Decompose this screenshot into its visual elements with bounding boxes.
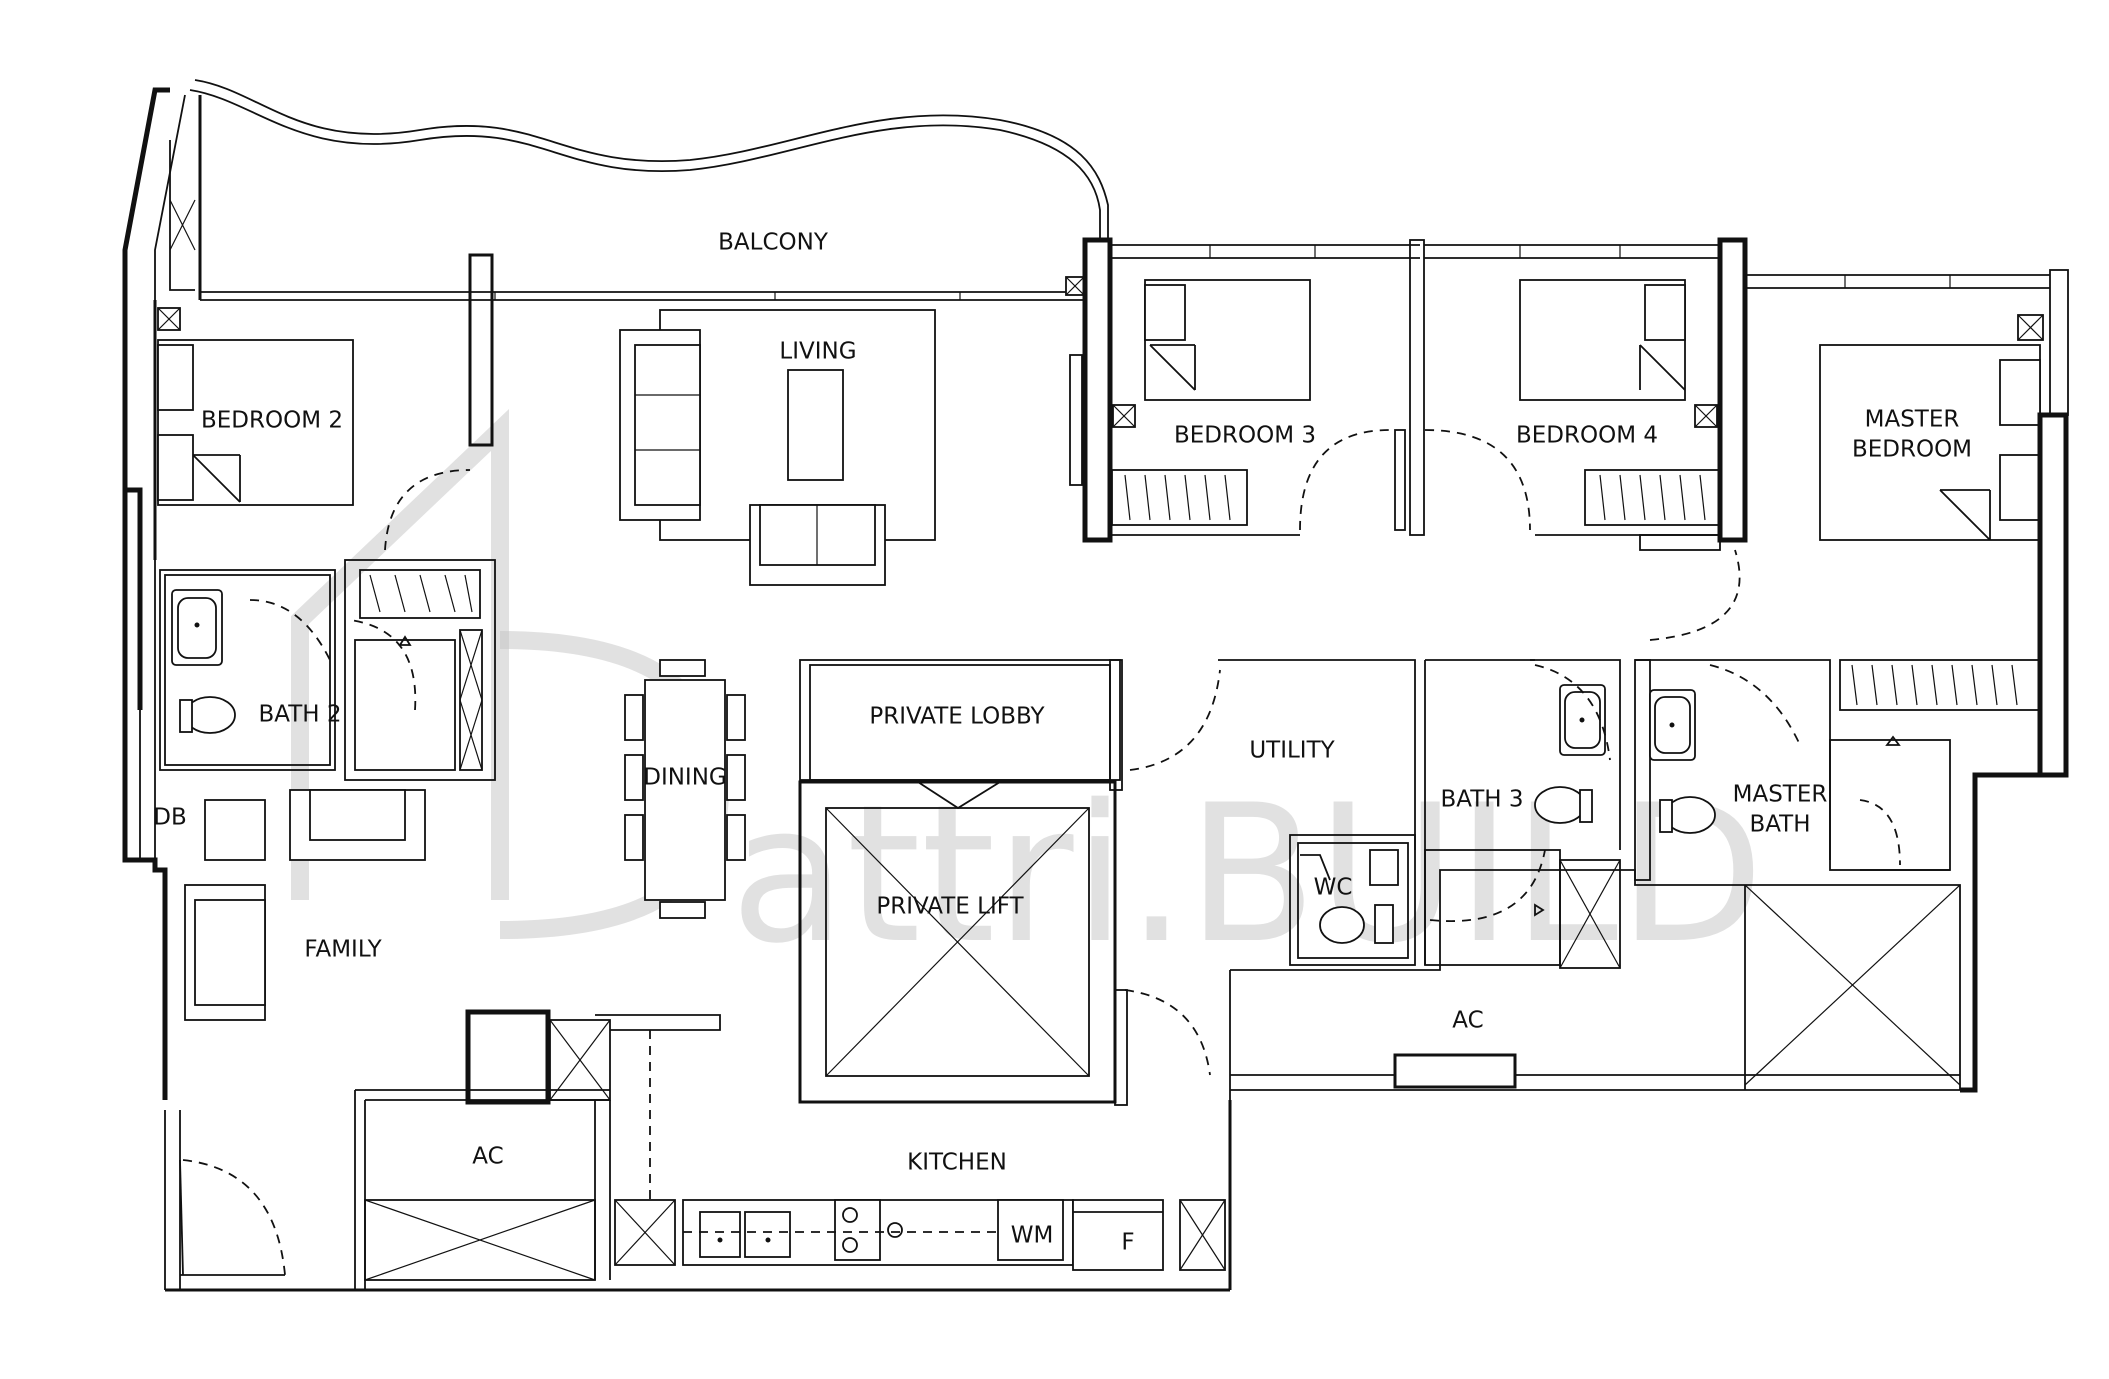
label-bedroom-4: BEDROOM 4 — [1516, 423, 1658, 449]
wardrobe-bedroom-3 — [1111, 469, 1248, 526]
room-labels: BALCONY LIVING BEDROOM 2 BEDROOM 3 BEDRO… — [153, 230, 1972, 1256]
label-bedroom-3: BEDROOM 3 — [1174, 423, 1316, 449]
master-bedroom — [1745, 269, 2069, 1093]
bedroom-4 — [1409, 237, 1748, 641]
label-family: FAMILY — [304, 937, 382, 963]
side-table — [204, 799, 266, 861]
private-lift — [798, 780, 1211, 1106]
ac-ledge-right — [1229, 869, 1961, 1100]
left-exterior-wall — [122, 87, 202, 1290]
wardrobe-bath-2 — [359, 569, 481, 619]
label-ac-right: AC — [1452, 1008, 1483, 1034]
fridge — [1072, 1199, 1164, 1271]
hob — [834, 1199, 881, 1261]
label-db: DB — [153, 805, 187, 831]
bath-3 — [1424, 659, 1621, 969]
label-wm: WM — [1011, 1223, 1054, 1249]
wardrobe-bedroom-4 — [1584, 469, 1721, 526]
label-master-bedroom-2: BEDROOM — [1852, 437, 1972, 463]
label-bath-3: BATH 3 — [1440, 787, 1523, 813]
label-master-bath-1: MASTER — [1733, 782, 1828, 808]
bedroom-2 — [153, 300, 471, 560]
label-fridge: F — [1121, 1230, 1134, 1256]
label-bath-2: BATH 2 — [258, 702, 341, 728]
label-bedroom-2: BEDROOM 2 — [201, 408, 343, 434]
watermark-text: attri.BUILD — [730, 764, 1764, 985]
master-bath — [1634, 659, 1951, 881]
family-area — [184, 789, 426, 1021]
label-balcony: BALCONY — [718, 230, 829, 256]
label-private-lobby: PRIVATE LOBBY — [869, 704, 1045, 730]
label-master-bedroom-1: MASTER — [1865, 407, 1960, 433]
sink-2 — [744, 1211, 791, 1258]
label-private-lift: PRIVATE LIFT — [876, 894, 1024, 920]
coffee-table — [787, 369, 844, 481]
dining-table — [644, 679, 726, 901]
label-kitchen: KITCHEN — [907, 1150, 1007, 1176]
kitchen-area — [165, 1009, 1232, 1292]
label-dining: DINING — [643, 765, 727, 791]
label-ac-left: AC — [472, 1144, 503, 1170]
label-living: LIVING — [779, 339, 856, 365]
label-master-bath-2: BATH — [1749, 812, 1810, 838]
sink-1 — [699, 1211, 741, 1258]
wardrobe-master — [1839, 659, 2041, 711]
bath-2 — [159, 559, 496, 781]
label-utility: UTILITY — [1249, 738, 1335, 764]
label-wc: WC — [1314, 875, 1353, 901]
washing-machine — [997, 1199, 1064, 1261]
balcony-area — [189, 79, 1109, 301]
living-dining-divider-column — [468, 253, 494, 447]
dining-area — [624, 659, 746, 919]
bedroom-3 — [1069, 237, 1420, 543]
living-area — [619, 309, 936, 586]
wc-room — [1289, 834, 1416, 966]
